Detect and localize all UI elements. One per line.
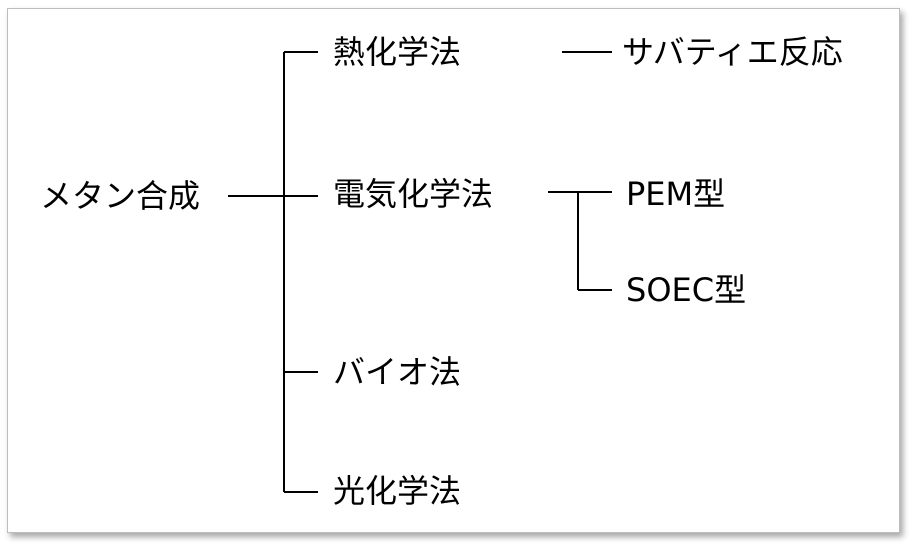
- leaf-pem: PEM型: [626, 175, 726, 213]
- branch-thermochemical: 熱化学法: [333, 33, 462, 71]
- branch-photochemical: 光化学法: [333, 472, 462, 510]
- root-node: メタン合成: [40, 177, 201, 215]
- leaf-soec: SOEC型: [626, 271, 747, 309]
- diagram-frame: [7, 8, 900, 533]
- branch-electrochemical: 電気化学法: [333, 175, 494, 213]
- branch-bio: バイオ法: [333, 353, 462, 391]
- leaf-sabatier: サバティエ反応: [622, 33, 843, 71]
